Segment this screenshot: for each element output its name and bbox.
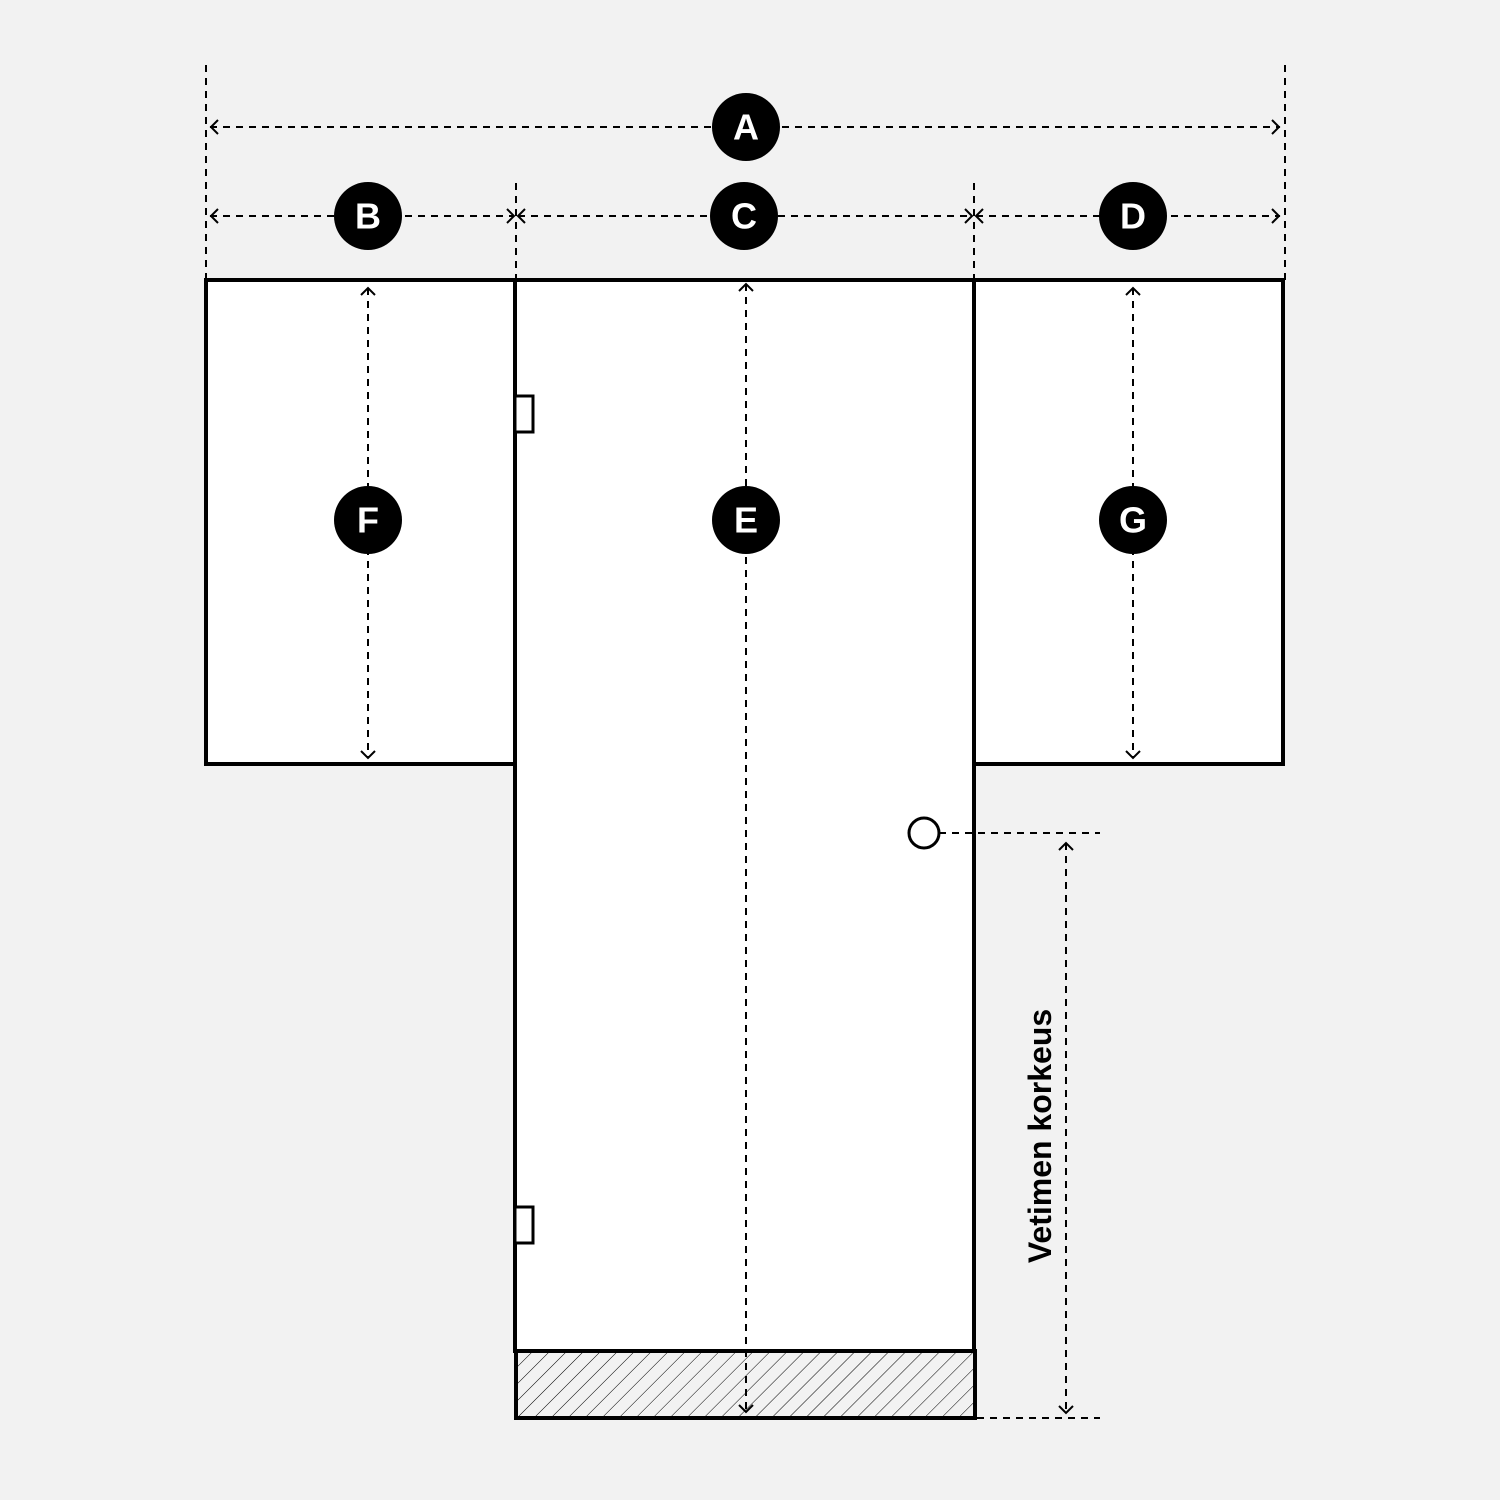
svg-text:A: A <box>733 107 759 148</box>
handle-height-label: Vetimen korkeus <box>1022 1009 1058 1263</box>
svg-text:E: E <box>734 500 758 541</box>
label-badge-f: F <box>334 486 402 554</box>
handle-icon <box>907 816 941 850</box>
hinge-top <box>513 394 535 434</box>
dimension-e <box>738 282 754 1414</box>
label-badge-g: G <box>1099 486 1167 554</box>
dimension-d <box>974 208 1281 224</box>
svg-text:D: D <box>1120 196 1146 237</box>
svg-text:B: B <box>355 196 381 237</box>
svg-text:G: G <box>1119 500 1147 541</box>
svg-text:C: C <box>731 196 757 237</box>
svg-text:F: F <box>357 500 379 541</box>
door-panel <box>513 278 976 1353</box>
label-badge-b: B <box>334 182 402 250</box>
dimension-b <box>209 208 516 224</box>
dimension-handle-height <box>1058 841 1074 1415</box>
label-badge-e: E <box>712 486 780 554</box>
label-badge-a: A <box>712 93 780 161</box>
label-badge-d: D <box>1099 182 1167 250</box>
label-badge-c: C <box>710 182 778 250</box>
hinge-bottom <box>513 1205 535 1245</box>
